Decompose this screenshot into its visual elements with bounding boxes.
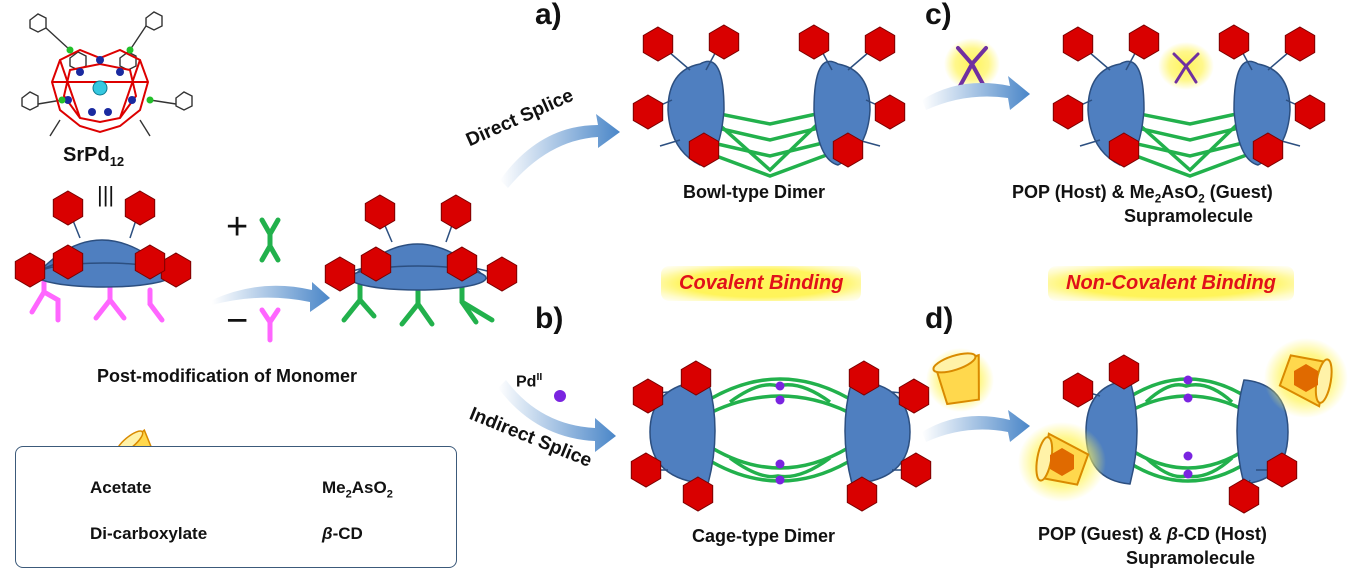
covalent-binding-label: Covalent Binding [661,266,862,301]
noncovalent-binding-label: Non-Covalent Binding [1048,266,1294,301]
direct-splice-arrow [500,114,620,188]
legend-box [15,446,457,568]
panel-a: a) [535,0,562,31]
c-caption-line2: Supramolecule [1124,206,1254,226]
bowl-caption: Bowl-type Dimer [683,182,826,202]
panel-b: b) [535,302,564,335]
bowl-dimer [632,24,906,178]
dicarboxylate-ligand [259,217,281,263]
legend-me2aso2: Me2AsO2 [322,478,393,501]
panel-d: d) [925,302,954,335]
indirect-splice-arrow [498,380,616,452]
monomer-acetate [14,190,192,323]
crystal-structure [21,11,193,137]
plus-sign: + [226,206,249,248]
acetate-ligand [259,307,281,343]
d-caption-line1: POP (Guest) & β-CD (Host) [1038,524,1267,544]
cage-caption: Cage-type Dimer [692,526,836,546]
legend-bcd: β-CD [322,524,363,543]
d-caption-line2: Supramolecule [1126,548,1256,568]
minus-sign: − [226,300,249,342]
host-guest-dimer-c [922,24,1326,178]
equivalence-symbol: ||| [97,182,115,207]
exchange-arrow [212,282,330,312]
monomer-dicarboxylate [324,194,518,327]
compound-label: SrPd12 [63,144,125,169]
panel-c: c) [925,0,952,31]
legend-acetate: Acetate [90,478,152,497]
pd-ion [554,390,566,402]
legend-dicarboxylate: Di-carboxylate [90,524,208,543]
c-caption-line1: POP (Host) & Me2AsO2 (Guest) [1012,182,1273,206]
host-guest-dimer-d [922,338,1348,514]
cage-dimer [630,360,932,512]
monomer-caption: Post-modification of Monomer [97,366,357,386]
pd-label: PdII [516,372,543,391]
